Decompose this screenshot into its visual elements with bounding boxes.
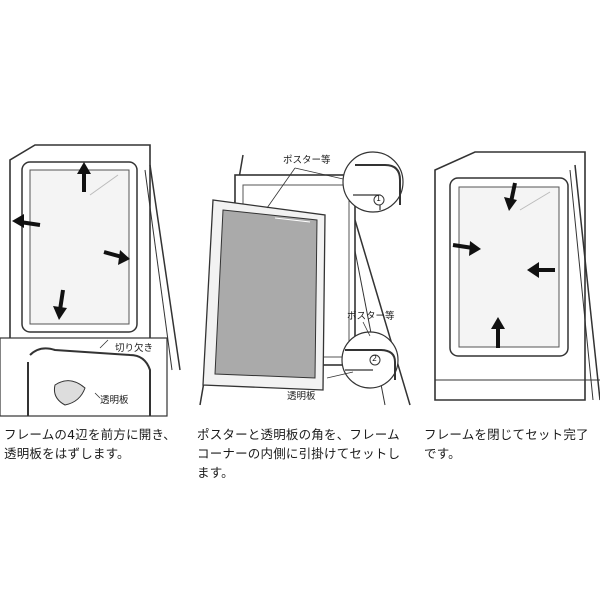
step2-illustration: ポスター等 ポスター等 透明板 1 2	[195, 140, 411, 420]
arrow-up-icon	[491, 317, 505, 348]
step1-stand-drawing	[0, 144, 181, 417]
step3-stand-drawing	[434, 151, 600, 401]
poster	[214, 209, 318, 379]
step2-label-poster-top: ポスター等	[283, 155, 331, 166]
arrow-down-icon	[504, 182, 517, 211]
step2-stand-drawing	[199, 151, 411, 406]
arrow-right-icon	[452, 241, 481, 256]
step2-label-num1: 1	[376, 194, 382, 203]
arrow-left-icon	[12, 214, 41, 228]
step3-illustration	[415, 140, 600, 420]
step2-label-poster-bottom: ポスター等	[347, 311, 395, 322]
step1-label-clear-plate: 透明板	[100, 395, 129, 406]
step1-illustration: 切り欠き 透明板	[0, 140, 190, 420]
step2-label-clear-plate: 透明板	[287, 391, 316, 402]
top-corner-zoom	[342, 151, 404, 213]
step1-label-notch: 切り欠き	[115, 343, 154, 354]
arrow-down-icon	[53, 289, 67, 320]
arrow-right-icon	[103, 250, 130, 265]
step2-caption: ポスターと透明板の角を、フレームコーナーの内側に引掛けてセットします。	[197, 427, 401, 480]
step3-caption: フレームを閉じてセット完了です。	[424, 427, 589, 461]
step1-caption: フレームの4辺を前方に開き、透明板をはずします。	[4, 427, 177, 461]
arrow-left-icon	[527, 262, 555, 278]
step2-label-num2: 2	[372, 354, 378, 363]
arrow-up-icon	[77, 162, 91, 192]
